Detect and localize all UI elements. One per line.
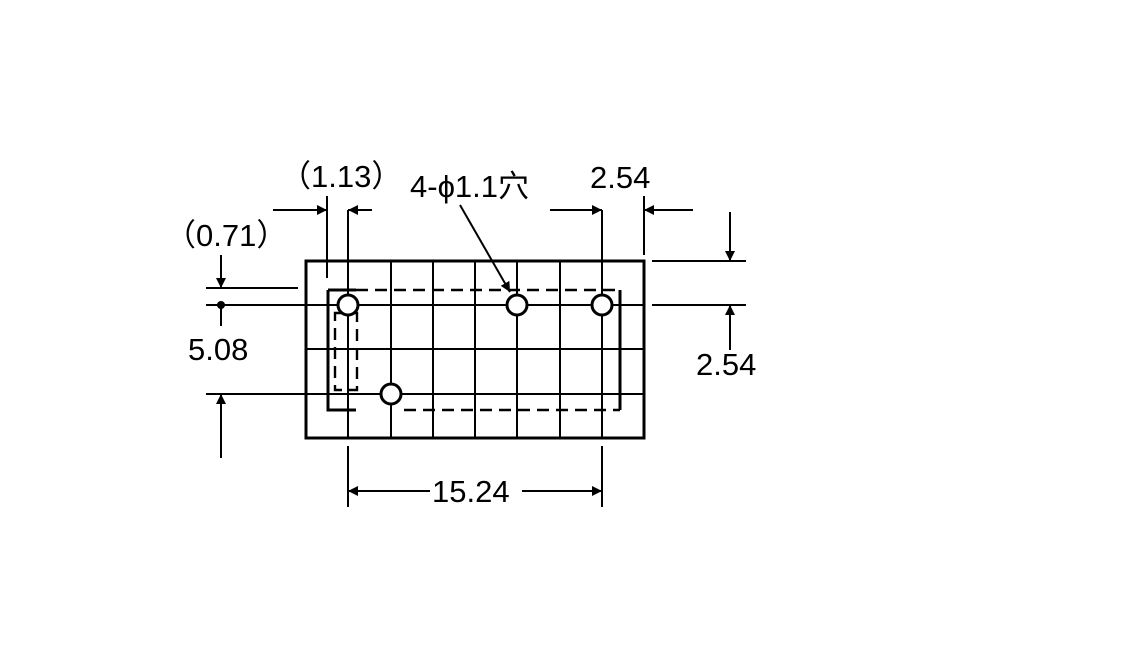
hole-2 xyxy=(505,293,529,317)
hole-note-label: 4-ϕ1.1穴 xyxy=(410,169,529,204)
inner-body-outline xyxy=(326,288,622,412)
dim-label-1-13: （1.13） xyxy=(280,159,402,194)
hole-3 xyxy=(590,293,614,317)
hole-1 xyxy=(336,293,360,317)
hole-4 xyxy=(379,382,403,406)
coil-outline xyxy=(333,311,359,392)
dim-label-2-54-right: 2.54 xyxy=(696,347,756,382)
hole-leader-arrow xyxy=(459,204,511,293)
dim-label-15-24: 15.24 xyxy=(432,474,510,509)
dim-label-2-54-top: 2.54 xyxy=(590,160,650,195)
dim-label-5-08: 5.08 xyxy=(188,332,248,367)
dim-label-0-71: （0.71） xyxy=(165,218,287,253)
